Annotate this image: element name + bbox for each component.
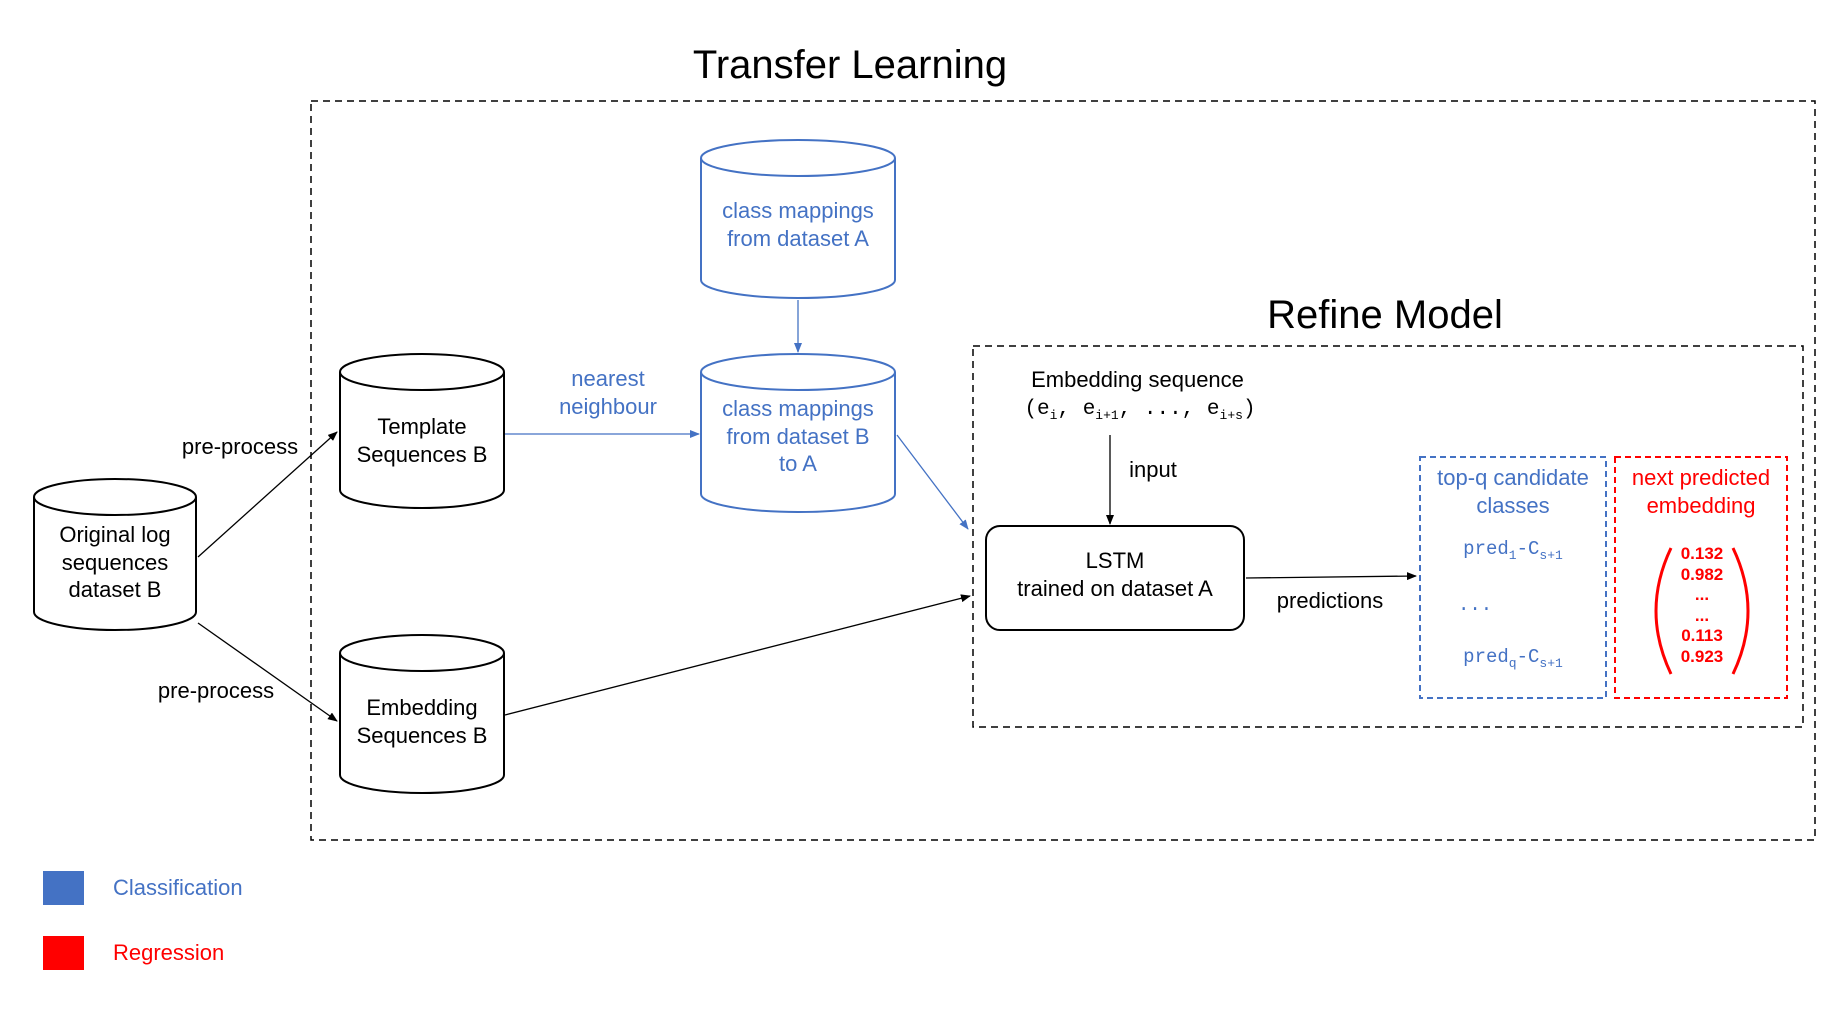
legend-label-classification: Classification: [113, 875, 243, 900]
cylinder-class-mappings-ba: [700, 353, 896, 513]
input-label: input: [1129, 457, 1177, 482]
regression-box: [1614, 456, 1788, 699]
cylinder-embedding-sequences: [339, 634, 505, 794]
arrow-preprocess-embedding: [197, 622, 338, 722]
cylinder-class-mappings-a: [700, 139, 896, 299]
vector-value: 0.982: [1680, 564, 1724, 584]
lstm-box: [985, 525, 1245, 631]
vector-value: ...: [1694, 585, 1710, 605]
vector-left-paren: [1654, 547, 1673, 675]
predicted-embedding-vector: 0.132 0.982 ... ... 0.113 0.923: [1670, 544, 1734, 668]
vector-value: 0.132: [1680, 544, 1724, 563]
classification-box: [1419, 456, 1607, 699]
embedding-sequence-formula: (ei, ei+1, ..., ei+s): [1024, 398, 1256, 424]
pred-q: predq-Cs+1: [1463, 646, 1563, 671]
arrow-embedding-to-lstm: [504, 594, 971, 716]
title-refine-model: Refine Model: [1267, 293, 1503, 337]
cylinder-original-log: [33, 478, 197, 631]
vector-right-paren: [1731, 547, 1750, 675]
arrow-class-ba-to-lstm: [896, 434, 969, 530]
refine-model-frame: [972, 345, 1804, 728]
predictions-label: predictions: [1276, 588, 1384, 613]
vector-value: 0.113: [1681, 626, 1723, 646]
pred-ellipsis: ...: [1458, 594, 1493, 616]
vector-value: ...: [1694, 605, 1710, 625]
vector-value: 0.923: [1680, 646, 1724, 666]
preprocess-bottom-label: pre-process: [157, 678, 275, 703]
pred-1: pred1-Cs+1: [1463, 538, 1563, 563]
title-transfer-learning: Transfer Learning: [692, 43, 1008, 87]
transfer-learning-frame: [310, 100, 1816, 841]
embedding-sequence-label: Embedding sequence: [1031, 367, 1244, 392]
preprocess-top-label: pre-process: [181, 434, 299, 459]
legend-swatch-classification: [43, 871, 84, 905]
legend-label-regression: Regression: [113, 940, 225, 965]
arrow-predictions: [1245, 572, 1417, 581]
arrow-preprocess-template: [197, 431, 338, 558]
cylinder-template-sequences: [339, 353, 505, 509]
legend-swatch-regression: [43, 936, 84, 970]
